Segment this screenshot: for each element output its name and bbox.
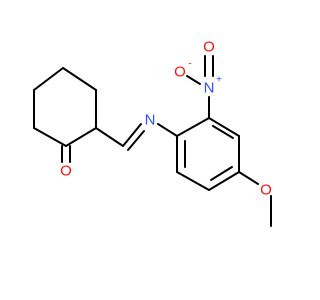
molecule-structure: O N N + O - O O (33, 39, 272, 227)
benzene-ring (176, 117, 240, 191)
imine-nitrogen-label: N (145, 112, 156, 129)
bond (62, 67, 97, 91)
nitro-double-oxygen-label: O (203, 39, 215, 56)
carbonyl-bond (61, 145, 71, 163)
nitro-nitrogen-label: N (204, 80, 215, 97)
bond (208, 171, 240, 191)
carbonyl-oxygen-label: O (60, 163, 72, 180)
bond (208, 117, 240, 137)
bond (176, 117, 210, 137)
bond (176, 171, 210, 191)
bond (210, 166, 233, 181)
bond (212, 125, 234, 139)
bond (157, 123, 178, 137)
nitro-oxygen-charge: - (188, 59, 191, 70)
bond (33, 67, 64, 91)
bond (186, 75, 201, 85)
nitro-nitrogen-charge: + (216, 75, 222, 86)
bond (238, 171, 259, 185)
bond (95, 127, 124, 147)
nitro-oxygen-label: O (174, 64, 186, 81)
bond (33, 127, 67, 147)
bond (127, 130, 145, 151)
bond (122, 123, 142, 147)
cyclohexanone-ring (33, 67, 97, 147)
imine-bond (122, 123, 145, 151)
bond (65, 127, 97, 147)
methoxy-oxygen-label: O (260, 182, 272, 199)
